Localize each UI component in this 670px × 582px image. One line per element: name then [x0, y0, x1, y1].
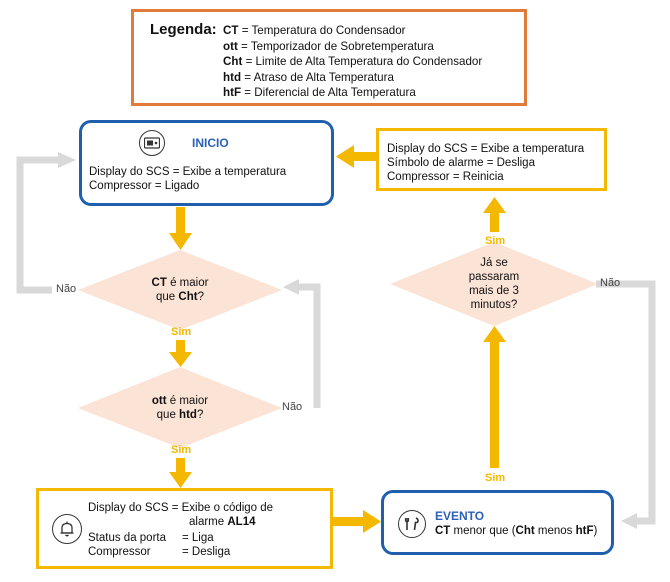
alarm-compressor-value: = Desliga [182, 546, 231, 558]
alarm-box: Display do SCS = Exibe o código de alarm… [36, 488, 333, 569]
legend-item: CT = Temperatura do Condensador [223, 24, 406, 37]
legend-box: Legenda: CT = Temperatura do Condensador… [131, 9, 527, 106]
decision-diamond-ott [78, 367, 282, 448]
reset-box: Display do SCS = Exibe a temperatura Sím… [376, 128, 607, 191]
legend-title: Legenda: [150, 21, 217, 38]
yes-label-event: Sim [485, 472, 506, 484]
yes-label-minutes: Sim [485, 235, 506, 247]
decision-minutes-text: Já se passaram mais de 3 minutos? [468, 257, 520, 311]
alarm-compressor-label: Compressor [88, 546, 151, 558]
no-connectors [16, 156, 656, 525]
yes-label-ott: Sim [171, 444, 192, 456]
decision-ott-text: ott é maior que htd? [151, 395, 209, 421]
event-condition: CT menor que (Cht menos htF) [435, 525, 598, 537]
yes-arrows [169, 145, 506, 533]
legend-item: ott = Temporizador de Sobretemperatura [223, 39, 434, 53]
start-title: INICIO [192, 136, 229, 150]
reset-display-line: Display do SCS = Exibe a temperatura [387, 143, 585, 155]
display-unit-icon [139, 130, 165, 156]
no-label-ct: Não [56, 283, 77, 295]
decision-ct-text: CT é maior que Cht? [151, 277, 209, 303]
bell-alarm-icon [52, 514, 82, 544]
alarm-door-value: = Liga [182, 532, 214, 544]
yes-label-ct: Sim [171, 326, 192, 338]
start-box: INICIO Display do SCS = Exibe a temperat… [79, 120, 334, 206]
event-title: EVENTO [435, 509, 485, 523]
start-display-line: Display do SCS = Exibe a temperatura [89, 166, 287, 178]
reset-compressor-line: Compressor = Reinicia [387, 171, 504, 183]
reset-alarm-line: Símbolo de alarme = Desliga [387, 157, 535, 169]
legend-list: CT = Temperatura do Condensador ott = Te… [223, 23, 482, 101]
decision-diamond-minutes [390, 242, 598, 326]
no-label-minutes: Não [600, 277, 621, 289]
alarm-door-label: Status da porta [88, 532, 166, 544]
no-label-ott: Não [282, 401, 303, 413]
decision-diamond-ct [78, 250, 282, 330]
no-arrowheads [58, 152, 637, 529]
alarm-code-line: alarme AL14 [189, 516, 256, 528]
start-compressor-line: Compressor = Ligado [89, 180, 200, 192]
legend-item: htF = Diferencial de Alta Temperatura [223, 86, 416, 99]
tools-icon [398, 510, 426, 538]
alarm-display-line: Display do SCS = Exibe o código de [88, 502, 274, 514]
legend-item: htd = Atraso de Alta Temperatura [223, 70, 394, 84]
event-box: EVENTO CT menor que (Cht menos htF) [381, 490, 614, 555]
legend-item: Cht = Limite de Alta Temperatura do Cond… [223, 55, 483, 68]
